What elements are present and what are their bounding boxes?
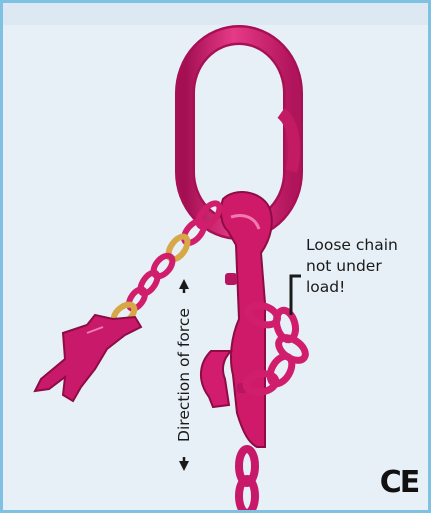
grab-hook [35, 315, 141, 401]
loose-chain-callout: Loose chain not under load! [306, 235, 398, 298]
direction-of-force-label: Direction of force [174, 290, 194, 460]
ce-mark: CE [375, 463, 423, 503]
callout-bracket [291, 276, 301, 315]
loaded-chain-leg [239, 449, 255, 510]
